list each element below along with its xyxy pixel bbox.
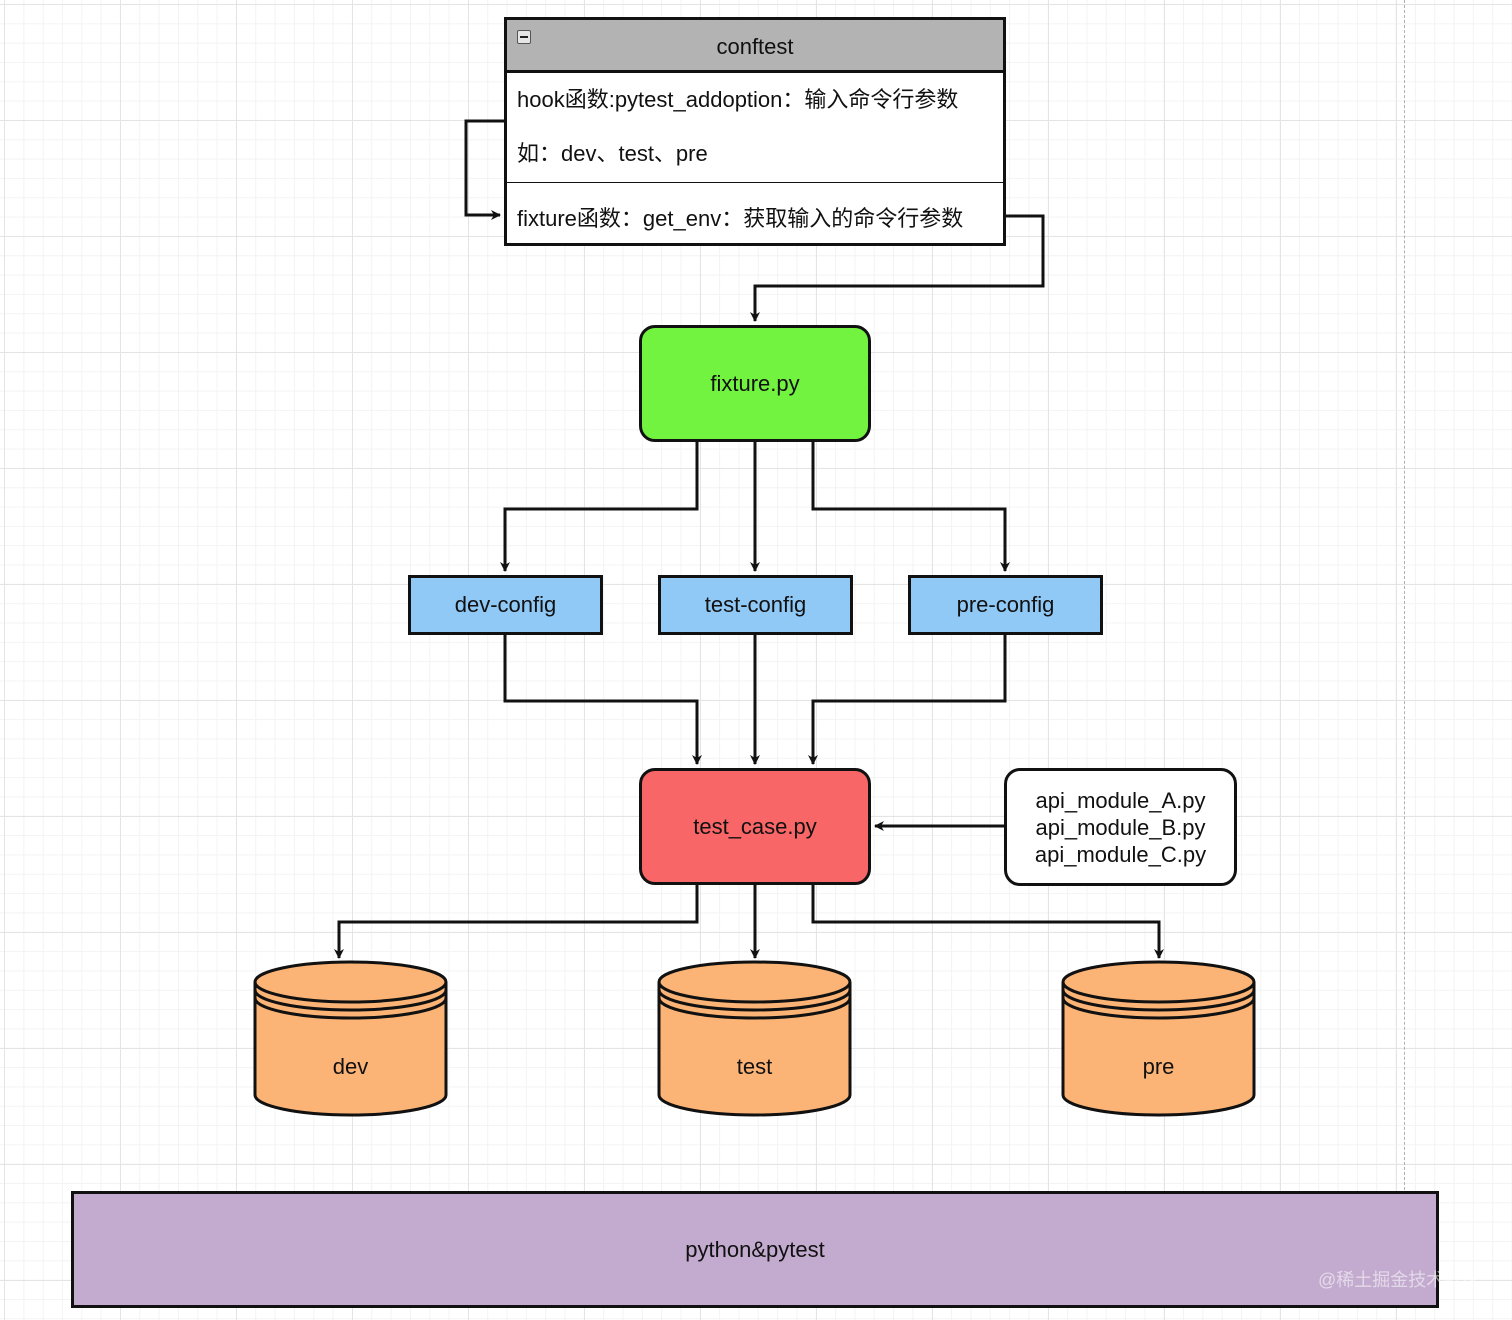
test-case-to-dev-db-edge[interactable] (334, 885, 699, 959)
api-module-b: api_module_B.py (1035, 814, 1206, 840)
conftest-header[interactable]: conftest (507, 20, 1003, 73)
api-modules-node[interactable]: api_module_A.py api_module_B.py api_modu… (1004, 768, 1237, 886)
watermark: @稀土掘金技术社区 (1318, 1270, 1481, 1290)
conftest-to-fixture-edge[interactable] (750, 214, 1045, 322)
collapse-icon[interactable] (517, 30, 531, 44)
hook-to-fixture-function-edge[interactable] (464, 119, 504, 220)
dev-database[interactable]: dev (253, 960, 448, 1117)
dev-config-node[interactable]: dev-config (408, 575, 603, 635)
conftest-container[interactable]: conftest hook函数:pytest_addoption：输入命令行参数… (504, 17, 1006, 246)
pre-config-node[interactable]: pre-config (908, 575, 1103, 635)
test-config-node[interactable]: test-config (658, 575, 853, 635)
conftest-title: conftest (716, 34, 794, 59)
hook-function-row[interactable]: hook函数:pytest_addoption：输入命令行参数 (517, 87, 959, 112)
database-cylinder-icon (253, 960, 448, 1117)
python-pytest-base[interactable]: python&pytest (71, 1191, 1439, 1308)
pre-database-label: pre (1142, 1054, 1175, 1079)
test-database[interactable]: test (657, 960, 852, 1117)
fixture-to-pre-config-edge[interactable] (811, 442, 1010, 572)
fixture-to-dev-config-edge[interactable] (500, 442, 699, 572)
conftest-divider (507, 182, 1003, 183)
fixture-function-row[interactable]: fixture函数：get_env：获取输入的命令行参数 (517, 206, 964, 231)
dev-config-to-test-case-edge[interactable] (503, 635, 702, 765)
pre-config-to-test-case-edge[interactable] (808, 635, 1007, 765)
page-boundary-guide (1404, 0, 1405, 1195)
example-row[interactable]: 如：dev、test、pre (517, 141, 708, 166)
api-module-c: api_module_C.py (1034, 841, 1207, 867)
database-cylinder-icon (1061, 960, 1256, 1117)
dev-database-label: dev (332, 1054, 369, 1079)
test-database-label: test (736, 1054, 773, 1079)
test-case-to-pre-db-edge[interactable] (811, 885, 1164, 959)
test-case-node[interactable]: test_case.py (639, 768, 871, 885)
database-cylinder-icon (657, 960, 852, 1117)
pre-database[interactable]: pre (1061, 960, 1256, 1117)
fixture-node[interactable]: fixture.py (639, 325, 871, 442)
api-module-a: api_module_A.py (1035, 787, 1206, 813)
